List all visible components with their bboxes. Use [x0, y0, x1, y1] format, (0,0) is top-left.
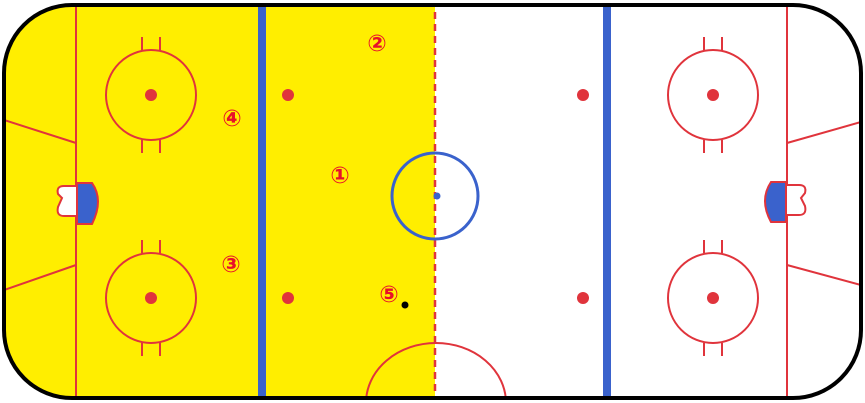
left-blue-line: [258, 5, 266, 398]
position-marker-5: ⑤: [379, 282, 398, 308]
center-faceoff-dot: [433, 192, 441, 200]
right-trapezoid-top: [786, 121, 861, 144]
position-marker-2: ②: [367, 31, 386, 57]
left-top-faceoff-circle: [105, 37, 197, 153]
right-bottom-faceoff-circle: [667, 240, 759, 356]
center-faceoff-circle: [390, 151, 480, 241]
right-goal-crease: [764, 181, 787, 223]
right-blue-line: [603, 5, 611, 398]
position-marker-1: ①: [330, 163, 349, 189]
neutral-zone-dot: [577, 292, 589, 304]
position-marker-4: ④: [222, 106, 241, 132]
neutral-zone-dot: [282, 292, 294, 304]
left-top-faceoff-dot: [145, 89, 157, 101]
right-trapezoid-bottom: [786, 264, 861, 286]
right-goal-net: [787, 184, 807, 216]
left-bottom-faceoff-circle: [105, 240, 197, 356]
puck: [401, 301, 409, 309]
right-top-faceoff-dot: [707, 89, 719, 101]
left-bottom-faceoff-dot: [145, 292, 157, 304]
left-goal-net: [56, 185, 76, 217]
referee-crease: [365, 342, 507, 398]
position-marker-3: ③: [221, 252, 240, 278]
neutral-zone-dot: [282, 89, 294, 101]
right-bottom-faceoff-dot: [707, 292, 719, 304]
neutral-zone-dot: [577, 89, 589, 101]
left-trapezoid-top: [4, 119, 77, 144]
left-goal-crease: [76, 182, 99, 225]
right-top-faceoff-circle: [667, 37, 759, 153]
left-trapezoid-bottom: [4, 264, 77, 291]
